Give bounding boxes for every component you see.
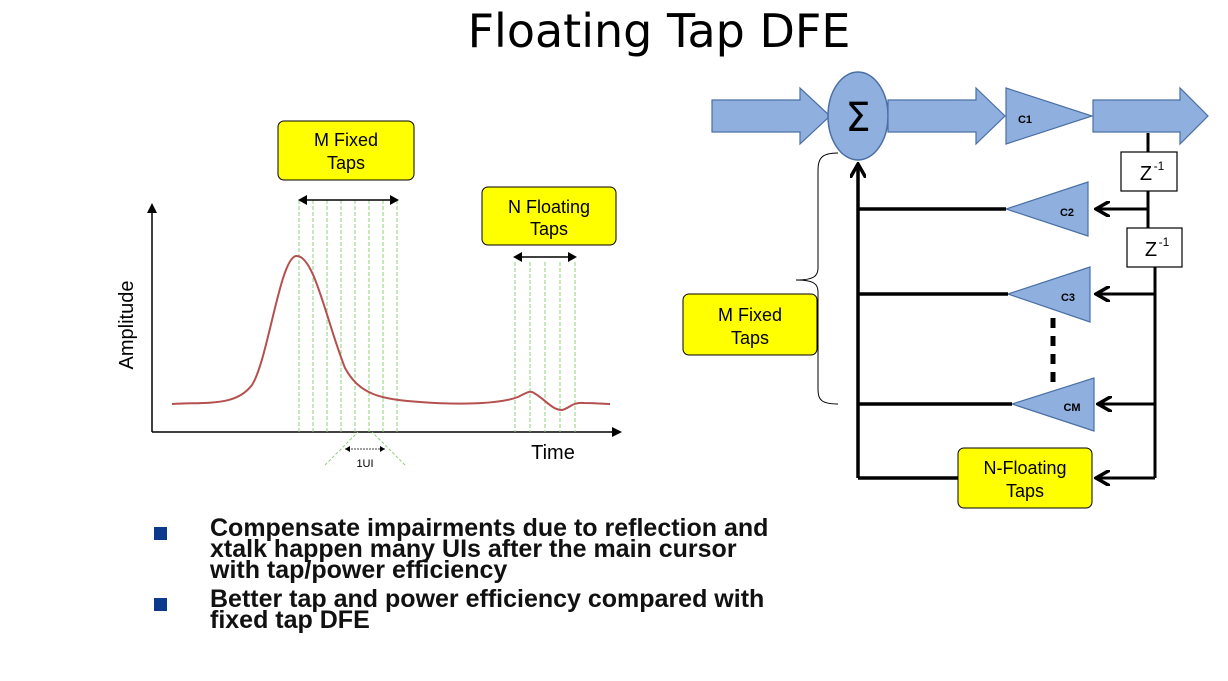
amplitude-time-plot: Amplitude Time (116, 120, 622, 470)
svg-text:C1: C1 (1018, 114, 1032, 126)
ui-marker: 1UI (324, 431, 406, 470)
svg-text:Z: Z (1140, 163, 1152, 185)
svg-text:Z: Z (1145, 239, 1157, 261)
bullet-item: Compensate impairments due to reflection… (152, 514, 772, 584)
svg-text:C2: C2 (1060, 207, 1074, 219)
slide-title: Floating Tap DFE (467, 4, 851, 58)
c3-amplifier (1006, 266, 1091, 323)
bullet-square-icon (154, 527, 167, 540)
m-fixed-taps-box-right: M Fixed Taps (682, 293, 818, 356)
bullet-text: Compensate impairments due to reflection… (210, 514, 769, 584)
n-floating-taps-box-left: N Floating Taps (481, 186, 617, 246)
output-arrow (1092, 86, 1209, 146)
svg-text:N-Floating: N-Floating (983, 458, 1066, 478)
dfe-block-diagram: Σ C1 Z -1 Z -1 (682, 71, 1209, 509)
svg-text:N Floating: N Floating (508, 197, 590, 217)
bullet-item: Better tap and power efficiency compared… (152, 585, 772, 634)
bullet-text: Better tap and power efficiency compared… (210, 585, 765, 634)
bullet-list: Compensate impairments due to reflection… (152, 514, 772, 639)
c2-amplifier (1004, 181, 1089, 237)
n-floating-taps-box-right: N-Floating Taps (957, 447, 1093, 509)
svg-text:Taps: Taps (530, 219, 568, 239)
svg-text:Taps: Taps (731, 328, 769, 348)
svg-text:Taps: Taps (327, 153, 365, 173)
delay-block-2: Z -1 (1126, 227, 1183, 268)
svg-text:M Fixed: M Fixed (314, 130, 378, 150)
bullet-square-icon (154, 598, 167, 611)
floating-tap-lines (514, 262, 576, 432)
pulse-response-curve (171, 254, 611, 412)
m-taps-brace (795, 152, 839, 405)
svg-text:M Fixed: M Fixed (718, 305, 782, 325)
sum-symbol: Σ (845, 95, 870, 141)
x-axis-label: Time (531, 442, 575, 464)
ui-label: 1UI (356, 458, 373, 470)
svg-text:Taps: Taps (1006, 481, 1044, 501)
c1-amplifier (1005, 87, 1094, 145)
y-axis-label: Amplitude (116, 281, 138, 370)
svg-text:C3: C3 (1061, 292, 1075, 304)
input-arrow (711, 86, 831, 146)
m-fixed-taps-box-left: M Fixed Taps (277, 120, 415, 181)
svg-text:-1: -1 (1154, 159, 1165, 173)
delay-block-1: Z -1 (1120, 151, 1178, 192)
sum-to-c1-arrow (887, 86, 1006, 146)
fixed-tap-lines (298, 200, 398, 432)
svg-text:CM: CM (1063, 402, 1080, 414)
svg-text:-1: -1 (1159, 235, 1170, 249)
cm-amplifier (1010, 377, 1095, 432)
